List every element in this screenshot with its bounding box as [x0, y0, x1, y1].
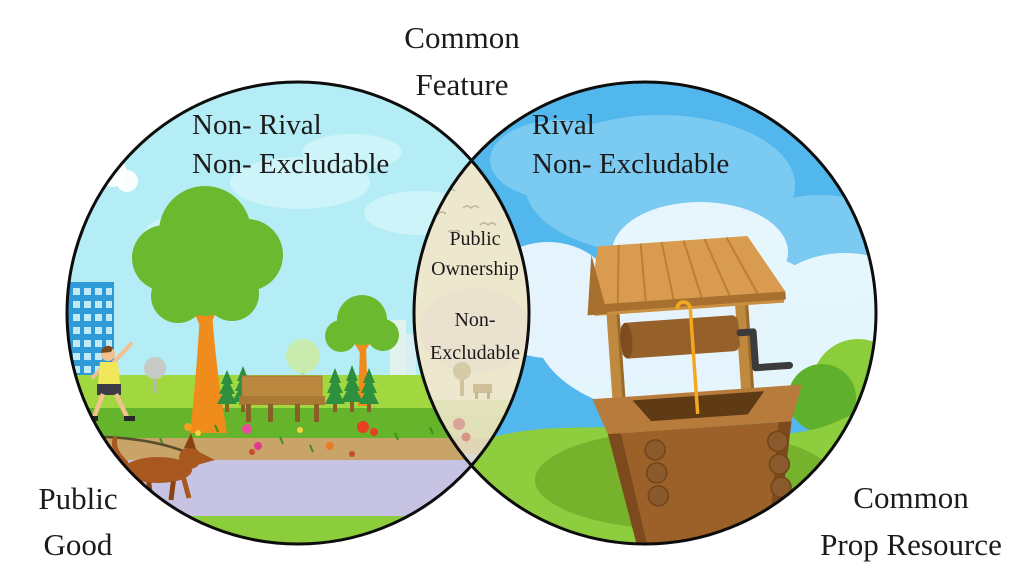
top-label: Common Feature — [332, 14, 592, 108]
left-heading-line1: Non- Rival — [192, 109, 322, 141]
intersection-line1: Public — [449, 228, 501, 250]
right-circle-outline — [412, 80, 878, 546]
right-heading-line2: Non- Excludable — [532, 148, 730, 180]
big-tree — [132, 186, 283, 433]
left-caption-line1: Public — [38, 481, 118, 516]
right-caption-line2: Prop Resource — [820, 527, 1002, 562]
park-bench — [239, 375, 325, 422]
exercising-person — [87, 342, 135, 421]
bushes — [788, 339, 876, 432]
right-circle-heading: Rival Non- Excludable — [532, 106, 729, 184]
right-circle-caption: Common Prop Resource — [780, 474, 1024, 568]
city-building — [68, 282, 114, 384]
top-label-line1: Common — [404, 20, 520, 55]
intersection-label-ownership: Public Ownership — [409, 224, 541, 284]
well-roller — [620, 315, 740, 359]
left-circle-outline — [65, 80, 531, 546]
well-rope — [675, 300, 700, 414]
bare-tree — [144, 357, 166, 393]
intersection-label-excludable: Non- Excludable — [409, 304, 541, 370]
small-tree — [325, 295, 399, 406]
flowers — [159, 421, 434, 457]
intersection-line2: Ownership — [431, 258, 519, 280]
left-circle-caption: Public Good — [0, 476, 156, 568]
intersection-line3: Non- — [454, 309, 496, 331]
right-heading-line1: Rival — [532, 109, 595, 141]
water-well — [587, 235, 802, 544]
left-circle-heading: Non- Rival Non- Excludable — [192, 106, 389, 184]
left-caption-line2: Good — [43, 527, 113, 562]
intersection-line4: Excludable — [430, 342, 520, 364]
left-heading-line2: Non- Excludable — [192, 148, 390, 180]
well-crank — [736, 328, 794, 372]
right-caption-line1: Common — [853, 480, 969, 515]
ghost-park-shapes — [453, 362, 492, 442]
top-label-line2: Feature — [415, 67, 509, 102]
